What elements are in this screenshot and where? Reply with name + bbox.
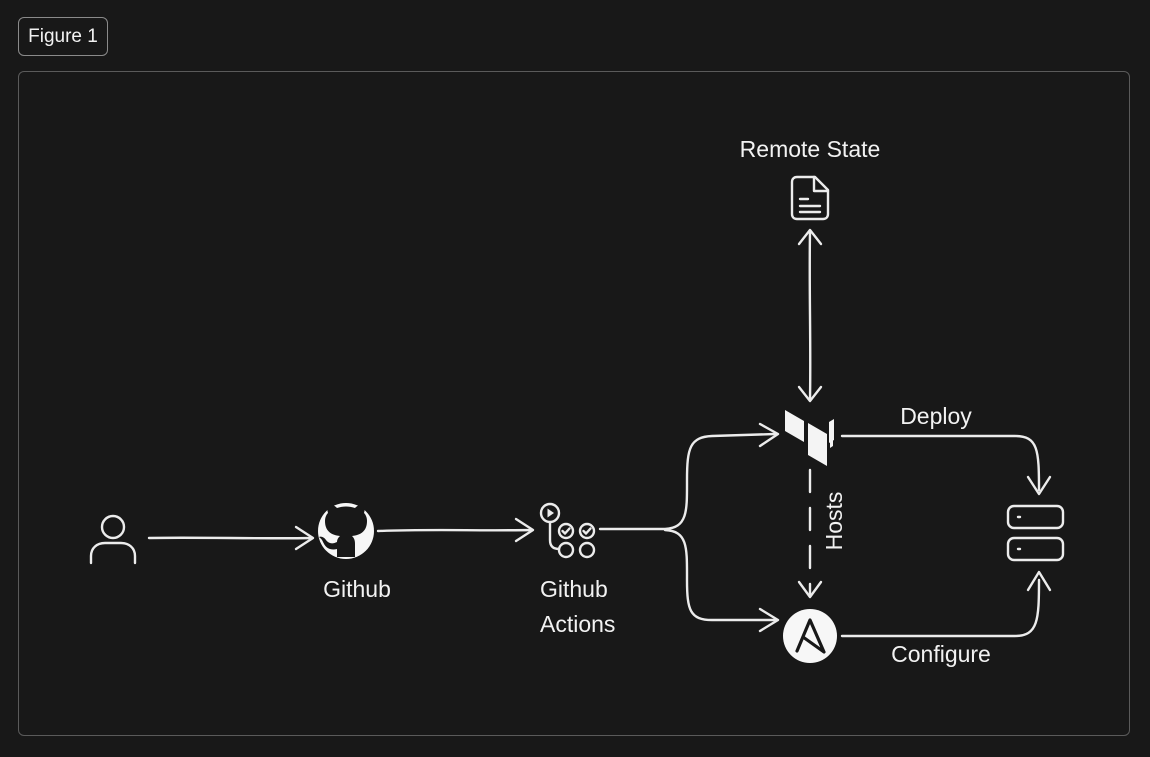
github-actions-label-line2: Actions [540,611,615,637]
remote-state-label: Remote State [740,136,881,162]
edge-actions-to-terraform [598,422,780,531]
hosts-label: Hosts [821,492,847,551]
github-label: Github [323,576,391,602]
github-actions-icon [539,502,596,559]
configure-label: Configure [891,641,991,667]
figure-label: Figure 1 [18,17,108,56]
user-icon [89,514,137,565]
edge-deploy [840,434,1052,496]
edge-terraform-remote-state [797,228,823,403]
deploy-label: Deploy [900,403,972,429]
terraform-icon [785,410,834,466]
ansible-icon [783,609,837,663]
server-icon [1006,504,1065,562]
edge-hosts-dashed [797,468,823,599]
edge-configure [840,570,1052,638]
edge-github-to-actions [376,517,535,543]
edge-actions-to-ansible [663,528,780,633]
document-icon [790,175,830,221]
github-actions-label-line1: Github [540,576,608,602]
edge-user-to-github [147,525,315,551]
github-icon [318,503,374,559]
diagram-frame [18,71,1130,736]
